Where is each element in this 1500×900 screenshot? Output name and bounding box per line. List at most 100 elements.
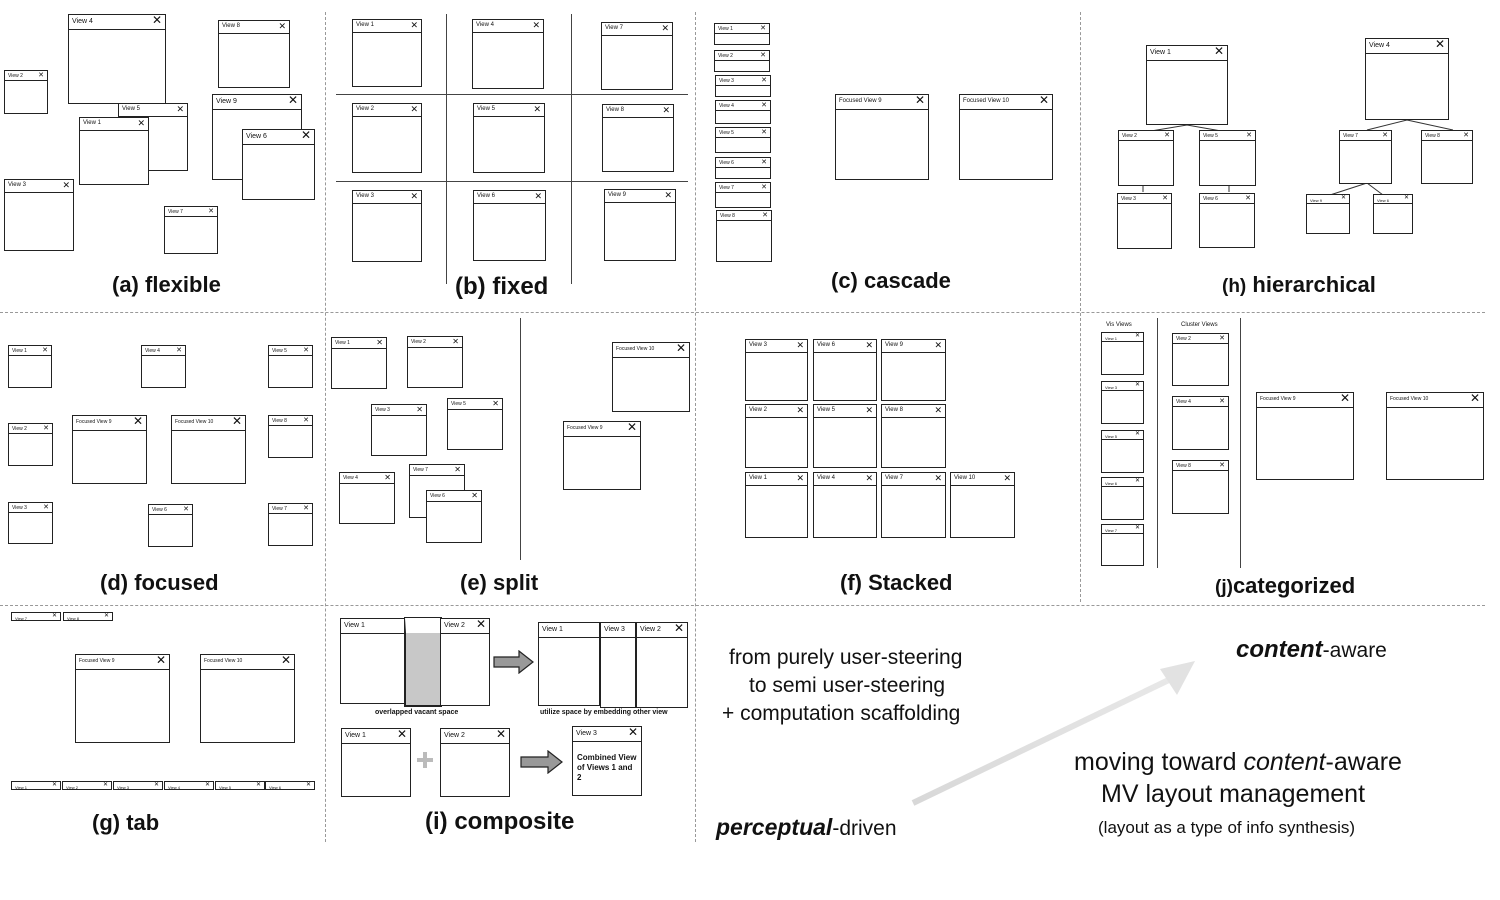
close-icon[interactable]: ✕ bbox=[934, 340, 942, 350]
tab-window[interactable]: View 5✕ bbox=[215, 781, 265, 790]
view-window[interactable]: View 2✕ bbox=[636, 622, 688, 708]
close-icon[interactable]: ✕ bbox=[1219, 462, 1225, 469]
close-icon[interactable]: ✕ bbox=[102, 782, 108, 788]
view-window[interactable]: View 4✕ bbox=[813, 472, 877, 538]
close-icon[interactable]: ✕ bbox=[300, 128, 311, 142]
close-icon[interactable]: ✕ bbox=[627, 725, 638, 739]
close-icon[interactable]: ✕ bbox=[410, 20, 418, 30]
close-icon[interactable]: ✕ bbox=[761, 129, 767, 136]
view-window[interactable]: View 4✕ bbox=[472, 19, 544, 89]
view-window[interactable]: View 5✕ bbox=[813, 404, 877, 468]
close-icon[interactable]: ✕ bbox=[410, 104, 418, 114]
focused-view-window[interactable]: Focused View 10✕ bbox=[200, 654, 295, 743]
close-icon[interactable]: ✕ bbox=[1134, 431, 1140, 437]
close-icon[interactable]: ✕ bbox=[865, 340, 873, 350]
view-window[interactable]: View 6✕ bbox=[473, 190, 546, 261]
close-icon[interactable]: ✕ bbox=[761, 159, 767, 166]
close-icon[interactable]: ✕ bbox=[495, 727, 506, 741]
view-window[interactable]: View 2✕ bbox=[8, 423, 53, 466]
view-window[interactable]: View 5✕ bbox=[447, 398, 503, 450]
close-icon[interactable]: ✕ bbox=[153, 782, 159, 788]
view-window[interactable]: View 8✕ bbox=[602, 104, 674, 172]
view-window[interactable]: View 3✕ bbox=[745, 339, 808, 401]
view-window[interactable]: View 8✕ bbox=[1421, 130, 1473, 184]
close-icon[interactable]: ✕ bbox=[454, 465, 461, 474]
view-window[interactable]: View 6✕ bbox=[242, 129, 315, 200]
view-window[interactable]: View 1✕ bbox=[714, 23, 770, 45]
tab-window[interactable]: View 8✕ bbox=[63, 612, 113, 621]
view-window[interactable]: View 4✕ bbox=[68, 14, 166, 104]
close-icon[interactable]: ✕ bbox=[231, 414, 242, 428]
close-icon[interactable]: ✕ bbox=[43, 425, 49, 432]
view-window[interactable]: View 5✕ bbox=[473, 103, 545, 173]
tab-window[interactable]: View 4✕ bbox=[164, 781, 214, 790]
focused-view-window[interactable]: Focused View 10✕ bbox=[612, 342, 690, 412]
view-window[interactable]: View 2✕ bbox=[352, 103, 422, 173]
view-window[interactable]: View 6✕ bbox=[148, 504, 193, 547]
close-icon[interactable]: ✕ bbox=[287, 93, 298, 107]
focused-view-window[interactable]: Focused View 9✕ bbox=[563, 421, 641, 490]
close-icon[interactable]: ✕ bbox=[416, 405, 423, 414]
view-window[interactable]: View 2✕ bbox=[407, 336, 463, 388]
close-icon[interactable]: ✕ bbox=[762, 212, 768, 219]
close-icon[interactable]: ✕ bbox=[183, 506, 189, 513]
view-window[interactable]: View 7✕ bbox=[1101, 524, 1144, 566]
focused-view-window[interactable]: Focused View 9✕ bbox=[1256, 392, 1354, 480]
view-window[interactable]: View 1✕ bbox=[8, 345, 52, 388]
close-icon[interactable]: ✕ bbox=[865, 473, 873, 483]
view-window[interactable]: View 5✕ bbox=[715, 127, 771, 153]
view-window[interactable]: View 7✕ bbox=[164, 206, 218, 254]
view-window[interactable]: View 3✕ bbox=[715, 75, 771, 97]
view-window[interactable]: View 1✕ bbox=[352, 19, 422, 87]
tab-window[interactable]: View 6✕ bbox=[265, 781, 315, 790]
view-window[interactable]: View 7✕ bbox=[268, 503, 313, 546]
close-icon[interactable]: ✕ bbox=[132, 414, 143, 428]
focused-view-window[interactable]: Focused View 10✕ bbox=[1386, 392, 1484, 480]
view-window[interactable]: View 6✕ bbox=[715, 157, 771, 179]
close-icon[interactable]: ✕ bbox=[1246, 132, 1252, 139]
close-icon[interactable]: ✕ bbox=[305, 782, 311, 788]
view-window[interactable]: View 5✕ bbox=[1101, 430, 1144, 473]
view-window[interactable]: View 7✕ bbox=[881, 472, 946, 538]
view-window[interactable]: View 3✕ bbox=[1101, 381, 1144, 424]
view-window[interactable]: View 8✕ bbox=[1172, 460, 1229, 514]
view-window[interactable]: View 2✕ bbox=[1172, 333, 1229, 386]
view-window[interactable]: View 1✕ bbox=[331, 337, 387, 389]
close-icon[interactable]: ✕ bbox=[176, 347, 182, 354]
view-window[interactable]: View 1✕ bbox=[745, 472, 808, 538]
close-icon[interactable]: ✕ bbox=[1134, 525, 1140, 531]
focused-view-window[interactable]: Focused View 10✕ bbox=[959, 94, 1053, 180]
tab-window[interactable]: View 2✕ bbox=[62, 781, 112, 790]
view-window[interactable]: View 3✕ bbox=[1117, 193, 1172, 249]
close-icon[interactable]: ✕ bbox=[1213, 44, 1224, 58]
close-icon[interactable]: ✕ bbox=[475, 617, 486, 631]
close-icon[interactable]: ✕ bbox=[396, 727, 407, 741]
view-window[interactable]: View 8✕ bbox=[716, 210, 772, 262]
close-icon[interactable]: ✕ bbox=[532, 20, 540, 30]
close-icon[interactable]: ✕ bbox=[1134, 478, 1140, 484]
view-window[interactable]: View 1✕ bbox=[1146, 45, 1228, 125]
close-icon[interactable]: ✕ bbox=[1003, 473, 1011, 483]
close-icon[interactable]: ✕ bbox=[761, 77, 767, 84]
view-window[interactable]: View 3✕ bbox=[8, 502, 53, 544]
close-icon[interactable]: ✕ bbox=[376, 338, 383, 347]
view-window[interactable]: View 8✕ bbox=[881, 404, 946, 468]
close-icon[interactable]: ✕ bbox=[255, 782, 261, 788]
close-icon[interactable]: ✕ bbox=[1164, 132, 1170, 139]
view-window[interactable]: View 4✕ bbox=[1365, 38, 1449, 120]
close-icon[interactable]: ✕ bbox=[51, 782, 57, 788]
close-icon[interactable]: ✕ bbox=[661, 23, 669, 33]
close-icon[interactable]: ✕ bbox=[865, 405, 873, 415]
close-icon[interactable]: ✕ bbox=[303, 505, 309, 512]
view-window[interactable]: View 7✕ bbox=[715, 182, 771, 208]
close-icon[interactable]: ✕ bbox=[1219, 398, 1225, 405]
view-window[interactable]: View 9✕ bbox=[604, 189, 676, 261]
close-icon[interactable]: ✕ bbox=[1382, 132, 1388, 139]
focused-view-window[interactable]: Focused View 10✕ bbox=[171, 415, 246, 484]
view-window[interactable]: View 6✕ bbox=[426, 490, 482, 543]
close-icon[interactable]: ✕ bbox=[43, 504, 49, 511]
close-icon[interactable]: ✕ bbox=[673, 621, 684, 635]
focused-view-window[interactable]: Focused View 9✕ bbox=[75, 654, 170, 743]
close-icon[interactable]: ✕ bbox=[534, 191, 542, 201]
close-icon[interactable]: ✕ bbox=[492, 399, 499, 408]
